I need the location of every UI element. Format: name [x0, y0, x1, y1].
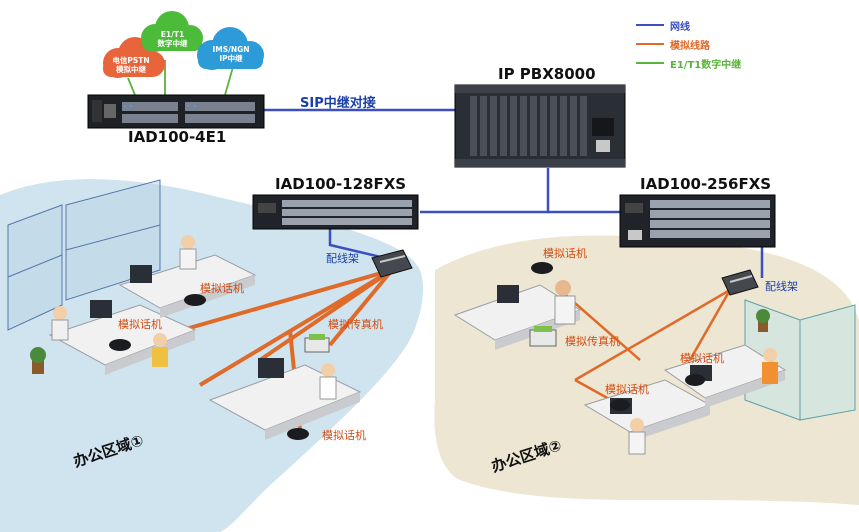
device-ip-pbx8000 — [454, 84, 626, 168]
cloud-ims: IMS/NGN IP中继 — [202, 45, 260, 63]
label-zone2-phone-mid: 模拟话机 — [605, 383, 649, 396]
legend-label-analog: 模拟线路 — [670, 41, 710, 52]
analog-lines-zone-2 — [559, 288, 732, 407]
label-zone1-phone-left: 模拟话机 — [118, 318, 162, 331]
legend-label-e1t1: E1/T1数字中继 — [670, 60, 742, 71]
glass-partition-left — [7, 179, 161, 331]
cloud-pstn: 电信PSTN 模拟中继 — [105, 56, 157, 74]
people — [51, 235, 778, 455]
distribution-frame-left-shape — [371, 249, 413, 278]
network-cables — [262, 108, 764, 278]
device-iad-4e1 — [87, 94, 265, 129]
label-iad-4e1: IAD100-4E1 — [128, 128, 227, 146]
cloud-e1t1-shape — [141, 11, 203, 52]
label-distribution-frame-right: 配线架 — [765, 280, 798, 293]
cloud-ims-shape — [197, 27, 264, 70]
label-zone2-fax: 模拟传真机 — [565, 335, 620, 348]
legend-line-analog — [636, 43, 664, 45]
phones — [109, 262, 705, 440]
distribution-frame-right-shape — [721, 269, 759, 296]
legend-label-network: 网线 — [670, 22, 690, 33]
legend-item-network: 网线 — [636, 18, 690, 33]
cloud-pstn-shape — [103, 37, 165, 78]
label-zone1-fax: 模拟传真机 — [328, 318, 383, 331]
legend-line-e1t1 — [636, 62, 664, 64]
fax-machines — [304, 326, 557, 353]
label-zone2-phone-top: 模拟话机 — [543, 247, 587, 260]
label-iad-256fxs: IAD100-256FXS — [640, 175, 772, 193]
legend-line-network — [636, 24, 664, 26]
device-iad-256fxs — [619, 194, 776, 248]
cloud-pstn-line1: 电信PSTN — [112, 56, 150, 65]
label-zone1-phone-top: 模拟话机 — [200, 282, 244, 295]
cloud-e1t1-line2: 数字中继 — [157, 39, 188, 48]
monitors — [90, 265, 712, 414]
label-ip-pbx8000: IP PBX8000 — [498, 65, 596, 83]
cloud-ims-line1: IMS/NGN — [212, 45, 250, 54]
cloud-ims-line2: IP中继 — [219, 54, 243, 63]
label-zone1-phone-bottom: 模拟话机 — [322, 429, 366, 442]
label-distribution-frame-left: 配线架 — [326, 252, 359, 265]
office-zone-1-floor — [0, 179, 423, 532]
cloud-e1t1: E1/T1 数字中继 — [145, 30, 200, 48]
label-zone2-phone-right: 模拟话机 — [680, 352, 724, 365]
label-sip-trunk: SIP中继对接 — [300, 96, 376, 111]
legend-item-analog: 模拟线路 — [636, 37, 710, 52]
device-iad-128fxs — [252, 194, 419, 230]
legend-item-e1t1: E1/T1数字中继 — [636, 56, 742, 71]
cloud-pstn-line2: 模拟中继 — [116, 65, 146, 74]
desk-sides-zone-1 — [105, 275, 360, 440]
cloud-e1t1-line1: E1/T1 — [160, 30, 185, 39]
label-iad-128fxs: IAD100-128FXS — [275, 175, 407, 193]
plants — [30, 309, 770, 374]
